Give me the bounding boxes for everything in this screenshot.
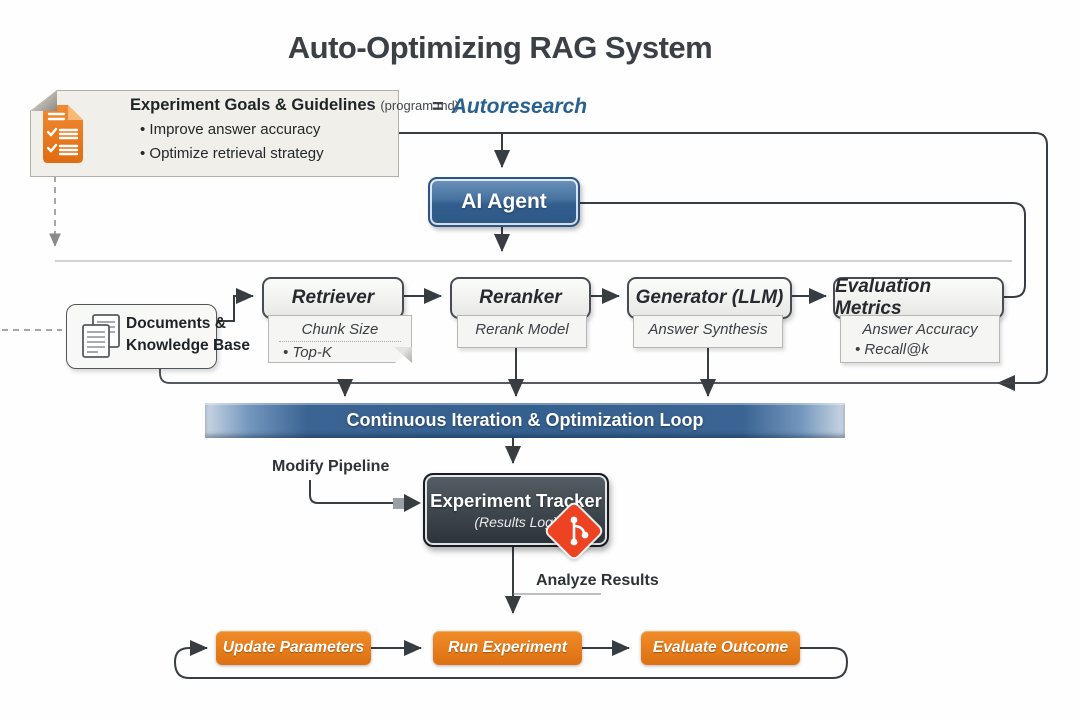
ai-agent-box: AI Agent [428, 177, 580, 227]
retriever-param-2: • Top-K [283, 344, 332, 361]
generator-param-1: Answer Synthesis [648, 321, 768, 338]
evaluate-outcome-button: Evaluate Outcome [641, 631, 800, 665]
documents-icon [82, 314, 120, 358]
modify-pipeline-label: Modify Pipeline [272, 458, 390, 475]
knowledge-base-line1: Documents & [126, 315, 226, 332]
connector-modify-tracker [309, 480, 400, 504]
reranker-title: Reranker [479, 287, 562, 308]
knowledge-base-line2: Knowledge Base [126, 336, 251, 354]
reranker-param-1: Rerank Model [475, 321, 569, 338]
git-icon [545, 502, 603, 560]
update-parameters-button: Update Parameters [216, 631, 371, 665]
page-title: Auto-Optimizing RAG System [287, 30, 713, 65]
evaluate-outcome-label: Evaluate Outcome [652, 639, 789, 656]
evaluation-param-1: Answer Accuracy [862, 321, 978, 338]
iteration-loop-banner: Continuous Iteration & Optimization Loop [205, 403, 845, 438]
ai-agent-label: AI Agent [461, 190, 547, 213]
goals-bullet-1: • Improve answer accuracy [140, 121, 321, 138]
autoresearch-label: Autoresearch [451, 95, 588, 118]
analyze-results-label: Analyze Results [536, 572, 659, 589]
evaluation-param-2: • Recall@k [855, 341, 929, 358]
goals-title-text: Experiment Goals & Guidelines [130, 96, 376, 114]
generator-title: Generator (LLM) [635, 287, 784, 308]
generator-box: Generator (LLM) [627, 277, 792, 319]
experiment-tracker-subtitle: (Results Log) [474, 514, 558, 530]
knowledge-base-label: Documents & Knowledge Base [126, 313, 250, 356]
reranker-box: Reranker [450, 277, 591, 319]
retriever-param-1: Chunk Size [301, 321, 379, 338]
connector-docs-retriever [215, 288, 254, 322]
generator-params-box: Answer Synthesis [633, 315, 783, 348]
evaluation-metrics-box: Evaluation Metrics [833, 276, 1004, 319]
update-parameters-label: Update Parameters [222, 639, 365, 656]
reranker-params-box: Rerank Model [457, 315, 587, 348]
checklist-document-icon [43, 105, 83, 163]
run-experiment-label: Run Experiment [448, 639, 567, 656]
experiment-goals-box [30, 90, 399, 177]
retriever-box: Retriever [262, 277, 404, 319]
goals-title: Experiment Goals & Guidelines (program.m… [130, 96, 459, 115]
experiment-tracker-title: Experiment Tracker [430, 490, 602, 511]
goals-filename: (program.md) [380, 98, 460, 113]
evaluation-params-box: Answer Accuracy • Recall@k [840, 315, 1000, 363]
equals-sign: = [432, 96, 444, 118]
run-experiment-button: Run Experiment [433, 631, 582, 665]
connector-bottom-line [159, 367, 1040, 384]
goals-bullet-2: • Optimize retrieval strategy [140, 145, 324, 162]
connector-modify-arrowhead [404, 494, 421, 512]
iteration-loop-label: Continuous Iteration & Optimization Loop [346, 410, 704, 430]
connector-agent-eval-loop [576, 202, 1026, 298]
retriever-params-box: Chunk Size • Top-K [268, 315, 412, 363]
evaluation-metrics-title: Evaluation Metrics [835, 276, 932, 319]
retriever-title: Retriever [291, 287, 375, 308]
connector-action-loop [173, 640, 849, 679]
connector-plug-square [393, 498, 404, 509]
autoresearch-equation: = Autoresearch [432, 95, 587, 119]
divider [279, 341, 401, 342]
